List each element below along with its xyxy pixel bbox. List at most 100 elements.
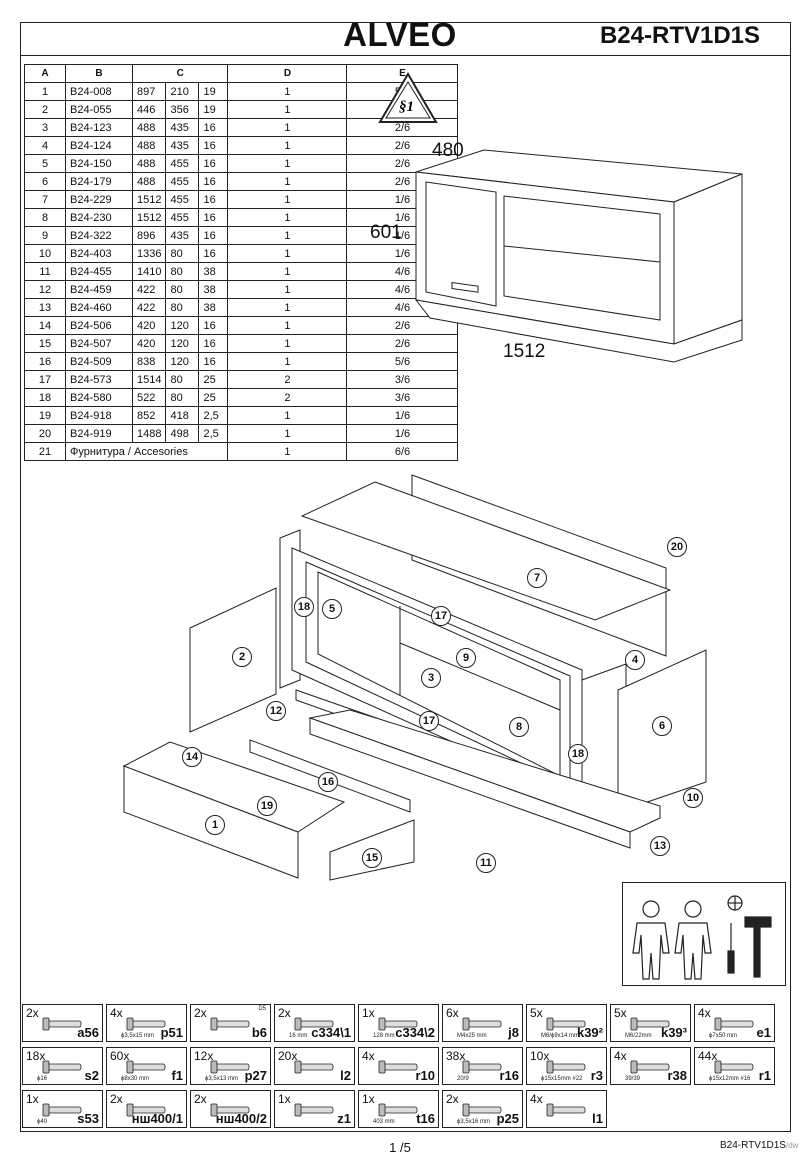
callout-5: 5: [322, 599, 342, 619]
size-width: 435: [165, 136, 200, 155]
hardware-code: j8: [508, 1025, 519, 1040]
hardware-part-icon: [714, 1060, 754, 1074]
callout-19: 19: [257, 796, 277, 816]
hardware-spec: ϕ3,5x16 mm: [457, 1119, 491, 1125]
hardware-code: k39³: [660, 1025, 687, 1040]
size-length: 488: [131, 118, 167, 137]
hardware-code: b6: [251, 1025, 267, 1040]
hardware-code: c334\2: [395, 1025, 435, 1040]
callout-17-bottom: 17: [419, 711, 439, 731]
size-width: 356: [165, 100, 200, 119]
hardware-code: нш400/1: [131, 1111, 183, 1126]
hardware-spec: M6/ϕ9x14 mm: [541, 1033, 580, 1039]
hardware-spec: M6/22mm: [625, 1033, 652, 1039]
hardware-part-icon: [42, 1017, 82, 1031]
hardware-part-icon: [42, 1103, 82, 1117]
callout-7: 7: [527, 568, 547, 588]
callout-14: 14: [182, 747, 202, 767]
part-code: B24-230: [65, 208, 133, 227]
hardware-spec: ϕ40: [37, 1119, 48, 1125]
callout-6: 6: [652, 716, 672, 736]
size-thickness: 38: [198, 280, 229, 299]
hardware-quantity: 1x: [362, 1006, 375, 1020]
package: 2/6: [346, 334, 459, 353]
part-code: B24-460: [65, 298, 133, 317]
hardware-spec: ϕ7x50 mm: [709, 1033, 738, 1039]
two-person-assembly-box: [622, 882, 786, 986]
hardware-code: нш400/2: [215, 1111, 267, 1126]
size-length: 422: [131, 298, 167, 317]
size-length: 1488: [131, 424, 167, 443]
callout-18-left: 18: [294, 597, 314, 617]
hardware-part-icon: [210, 1060, 250, 1074]
hardware-part-icon: [378, 1017, 418, 1031]
assembly-drawing: §1: [122, 72, 743, 881]
brand-title: ALVEO: [343, 16, 457, 53]
hardware-quantity: 12x: [194, 1049, 214, 1063]
hardware-spec: ϕ16: [37, 1076, 48, 1082]
row-index: 15: [24, 334, 66, 353]
dimension-depth: 480: [432, 140, 464, 161]
callout-18-right: 18: [568, 744, 588, 764]
size-length: 1410: [131, 262, 167, 281]
hardware-spec: 16 mm: [289, 1033, 308, 1039]
callout-17-top: 17: [431, 606, 451, 626]
hardware-part-icon: [462, 1017, 502, 1031]
hardware-code: r38: [667, 1068, 687, 1083]
callout-1: 1: [205, 815, 225, 835]
parts-table: A B C D E 1B24-0088972101915/62B24-05544…: [24, 64, 459, 461]
callout-9: 9: [456, 648, 476, 668]
dimension-height: 601: [370, 222, 402, 243]
hardware-code: e1: [756, 1025, 771, 1040]
callout-3: 3: [421, 668, 441, 688]
hardware-code: p51: [160, 1025, 183, 1040]
hardware-spec: 128 mm: [373, 1033, 395, 1039]
hardware-code: r16: [499, 1068, 519, 1083]
callout-12: 12: [266, 701, 286, 721]
hardware-spec: 20/9: [457, 1076, 469, 1082]
hardware-spec: ϕ3,5x15 mm: [121, 1033, 155, 1039]
hardware-code: p27: [244, 1068, 267, 1083]
warning-triangle-icon: [378, 72, 438, 123]
table-header-row: A B C D E: [24, 64, 459, 83]
hardware-code: r10: [415, 1068, 435, 1083]
size-thickness: 16: [198, 316, 229, 335]
hardware-code: l2: [340, 1068, 351, 1083]
hardware-part-icon: [462, 1103, 502, 1117]
size-width: 455: [165, 154, 200, 173]
accessories-label: Фурнитура / Accesories: [64, 442, 229, 461]
hardware-code: r3: [590, 1068, 603, 1083]
hardware-quantity: 2x: [278, 1006, 291, 1020]
callout-8: 8: [509, 717, 529, 737]
footer-code: B24-RTV1D1S/dw: [720, 1140, 798, 1151]
hardware-code: f1: [171, 1068, 183, 1083]
hardware-quantity: 4x: [362, 1049, 375, 1063]
hardware-part-icon: [630, 1060, 670, 1074]
footer-code-text: B24-RTV1D1S: [720, 1140, 786, 1151]
hardware-spec-secondary: D5: [258, 1006, 266, 1012]
hardware-part-icon: [378, 1103, 418, 1117]
size-width: 80: [165, 298, 200, 317]
hardware-quantity: 2x: [194, 1092, 207, 1106]
hardware-quantity: 10x: [530, 1049, 550, 1063]
hardware-code: z1: [337, 1111, 351, 1126]
hardware-spec: 403 mm: [373, 1119, 395, 1125]
hardware-part-icon: [294, 1060, 334, 1074]
